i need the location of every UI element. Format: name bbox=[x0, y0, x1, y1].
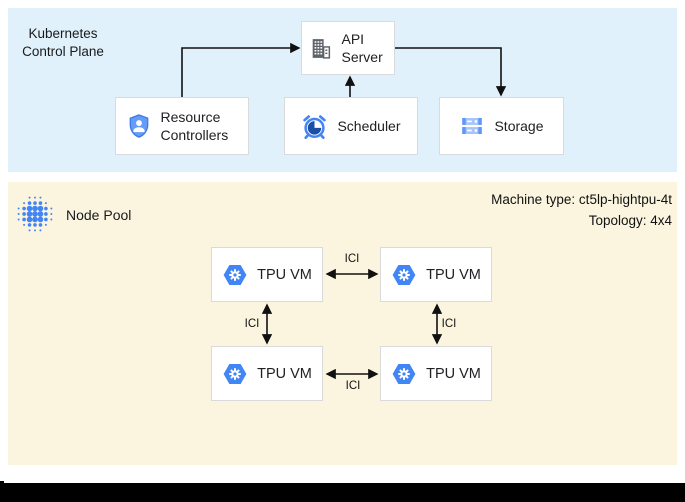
tpu-vm-label: TPU VM bbox=[426, 365, 481, 382]
node-pool-title: Node Pool bbox=[66, 207, 132, 223]
api-server-node[interactable]: API Server bbox=[301, 21, 395, 75]
tpu-vm-label: TPU VM bbox=[257, 266, 312, 283]
tpu-vm-node-2[interactable]: TPU VM bbox=[380, 247, 492, 302]
resource-controllers-label: Resource Controllers bbox=[160, 109, 229, 143]
scheduler-label: Scheduler bbox=[337, 118, 401, 134]
control-plane-title: Kubernetes Control Plane bbox=[22, 26, 104, 59]
ici-label-top: ICI bbox=[344, 253, 360, 265]
tpu-vm-node-1[interactable]: TPU VM bbox=[211, 247, 323, 302]
storage-node[interactable]: Storage bbox=[439, 97, 564, 155]
node-pool-panel bbox=[8, 182, 677, 465]
dot-grid-icon bbox=[17, 196, 53, 232]
building-icon bbox=[312, 38, 330, 59]
bottom-bar bbox=[0, 481, 685, 502]
ici-label-bottom: ICI bbox=[345, 380, 361, 392]
resource-controllers-node[interactable]: Resource Controllers bbox=[115, 97, 249, 155]
tpu-vm-node-4[interactable]: TPU VM bbox=[380, 346, 492, 401]
gke-hexagon-icon bbox=[223, 363, 247, 384]
api-server-label: API Server bbox=[341, 31, 383, 65]
tpu-vm-label: TPU VM bbox=[257, 365, 312, 382]
scheduler-node[interactable]: Scheduler bbox=[284, 97, 418, 155]
gke-hexagon-icon bbox=[392, 264, 416, 285]
storage-label: Storage bbox=[494, 118, 544, 134]
alarm-clock-icon bbox=[303, 114, 327, 139]
tpu-vm-label: TPU VM bbox=[426, 266, 481, 283]
topology-text: Topology: 4x4 bbox=[588, 213, 672, 228]
server-stack-icon bbox=[462, 117, 483, 135]
machine-type-text: Machine type: ct5lp-hightpu-4t bbox=[491, 192, 672, 207]
gke-hexagon-icon bbox=[392, 363, 416, 384]
shield-user-icon bbox=[129, 114, 148, 138]
ici-label-left: ICI bbox=[244, 318, 260, 330]
machine-info: Machine type: ct5lp-hightpu-4t Topology:… bbox=[491, 189, 672, 231]
gke-hexagon-icon bbox=[223, 264, 247, 285]
ici-label-right: ICI bbox=[441, 318, 457, 330]
tpu-vm-node-3[interactable]: TPU VM bbox=[211, 346, 323, 401]
